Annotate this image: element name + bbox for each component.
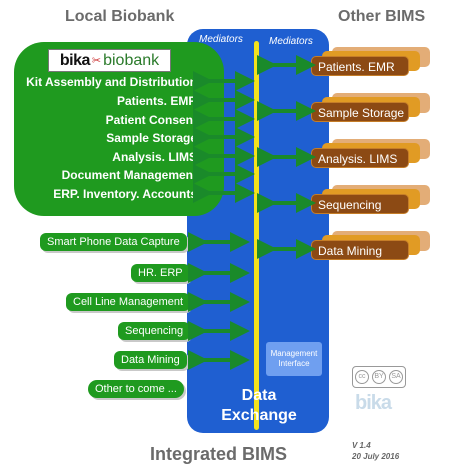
other-item-sequencing[interactable]: Sequencing <box>311 194 409 214</box>
external-item-cell-line[interactable]: Cell Line Management <box>66 293 191 311</box>
other-item-sample-storage[interactable]: Sample Storage <box>311 102 409 122</box>
mediators-label-right: Mediators <box>269 36 313 47</box>
other-bims-stack-analysis-lims[interactable]: Analysis. LIMS <box>311 139 430 168</box>
cc-by-icon: BY <box>372 370 386 384</box>
cc-icon: cc <box>355 370 369 384</box>
data-bus-line <box>254 41 259 430</box>
integrated-bims-title: Integrated BIMS <box>150 444 288 464</box>
external-item-hr-erp[interactable]: HR. ERP <box>131 264 190 282</box>
bika-watermark-logo: bika <box>355 392 392 414</box>
other-bims-stack-patients-emr[interactable]: Patients. EMR <box>311 47 430 76</box>
external-item-data-mining[interactable]: Data Mining <box>114 351 187 369</box>
external-item-sequencing[interactable]: Sequencing <box>118 322 191 340</box>
mediators-label-left: Mediators <box>199 34 243 45</box>
bika-biobank-logo: bika✂biobank <box>48 49 171 72</box>
other-bims-stack-sample-storage[interactable]: Sample Storage <box>311 93 430 122</box>
local-item-kit-assembly[interactable]: Kit Assembly and Distribution <box>26 75 197 89</box>
local-biobank-header: Local Biobank <box>65 8 175 25</box>
local-item-patient-consent[interactable]: Patient Consent <box>105 113 197 127</box>
cc-sa-icon: SA <box>389 370 403 384</box>
management-line1: Management <box>270 349 318 358</box>
external-item-other-to-come[interactable]: Other to come ... <box>88 380 184 398</box>
management-line2: Interface <box>278 359 310 368</box>
local-item-erp-inventory[interactable]: ERP. Inventory. Accounts <box>53 187 197 201</box>
other-bims-header: Other BIMS <box>338 8 426 25</box>
local-item-document-management[interactable]: Document Management <box>61 168 197 182</box>
other-item-patients-emr[interactable]: Patients. EMR <box>311 56 409 76</box>
local-item-sample-storage[interactable]: Sample Storage <box>106 131 197 145</box>
local-item-patients-emr[interactable]: Patients. EMR <box>116 94 197 108</box>
other-bims-stack-data-mining[interactable]: Data Mining <box>311 231 430 260</box>
local-item-analysis-lims[interactable]: Analysis. LIMS <box>112 150 197 164</box>
external-item-smart-phone[interactable]: Smart Phone Data Capture <box>40 233 187 251</box>
other-item-data-mining[interactable]: Data Mining <box>311 240 409 260</box>
other-item-analysis-lims[interactable]: Analysis. LIMS <box>311 148 409 168</box>
creative-commons-badge: cc BY SA <box>352 366 406 388</box>
other-bims-stack-sequencing[interactable]: Sequencing <box>311 185 430 214</box>
